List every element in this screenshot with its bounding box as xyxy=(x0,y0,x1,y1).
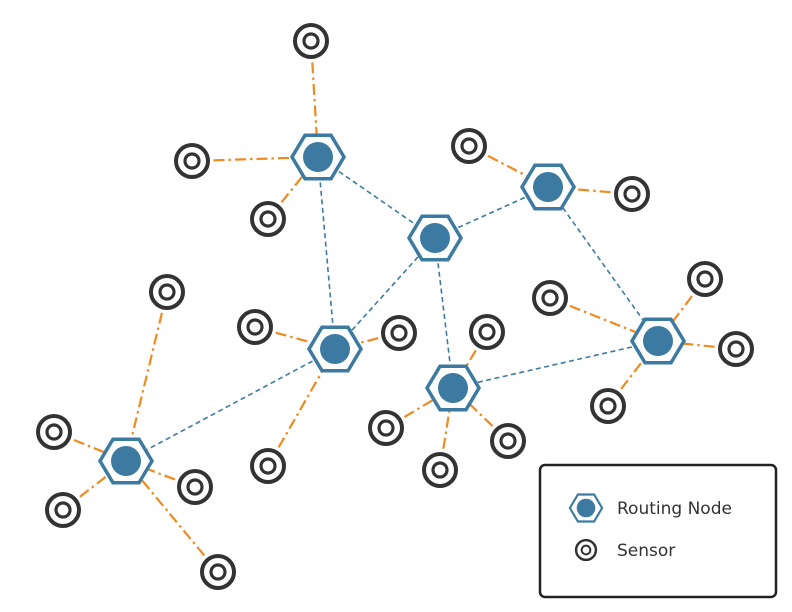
sensor-icon xyxy=(614,176,650,212)
routing-node-icon xyxy=(424,364,482,412)
sensor-inner-ring xyxy=(209,563,227,581)
node-core xyxy=(533,172,563,202)
legend: Routing Node Sensor xyxy=(538,463,778,599)
sensor-inner-ring xyxy=(460,137,478,155)
node-core xyxy=(576,498,596,518)
sensor-icon xyxy=(250,201,286,237)
sensor-icon xyxy=(174,143,210,179)
sensor-icon xyxy=(422,452,458,488)
legend-sensor-label: Sensor xyxy=(617,541,675,561)
sensor-icon xyxy=(590,388,626,424)
sensor-icon xyxy=(177,469,213,505)
sensor-inner-ring xyxy=(431,461,449,479)
sensor-icon xyxy=(36,414,72,450)
sensor-icon xyxy=(237,309,273,345)
routing-node-icon xyxy=(519,163,577,211)
sensor-link xyxy=(124,291,169,462)
sensor-link xyxy=(125,459,196,489)
sensor-link xyxy=(452,387,509,442)
routing-node-icon xyxy=(629,317,687,365)
sensors xyxy=(36,23,754,590)
sensor-icon xyxy=(200,554,236,590)
sensor-inner-ring xyxy=(246,318,264,336)
routing-node-icon xyxy=(289,133,347,181)
legend-box xyxy=(538,463,778,599)
sensor-icon xyxy=(718,331,754,367)
node-core xyxy=(420,223,450,253)
sensor-inner-ring xyxy=(54,501,72,519)
sensor-inner-ring xyxy=(727,340,745,358)
sensor-inner-ring xyxy=(186,478,204,496)
backbone-link xyxy=(452,340,659,389)
node-core xyxy=(303,142,333,172)
routing-nodes xyxy=(97,133,687,485)
sensor-icon xyxy=(687,261,723,297)
backbone-link xyxy=(317,156,336,350)
sensor-inner-ring xyxy=(377,419,395,437)
sensor-icon xyxy=(250,448,286,484)
sensor-inner-ring xyxy=(599,397,617,415)
sensor-inner-ring xyxy=(499,432,517,450)
sensor-inner-ring xyxy=(183,152,201,170)
legend-node-glyph xyxy=(568,493,604,523)
sensor-inner-ring xyxy=(259,210,277,228)
sensor-inner-ring xyxy=(302,32,320,50)
sensor-inner-ring xyxy=(478,323,496,341)
node-core xyxy=(643,326,673,356)
hexagon-node-icon xyxy=(568,493,604,523)
backbone-link xyxy=(317,156,436,239)
sensor-icon xyxy=(451,128,487,164)
sensor-icon xyxy=(381,315,417,351)
sensor-icon xyxy=(368,410,404,446)
legend-sensor-glyph xyxy=(574,538,598,562)
sensor-icon xyxy=(490,423,526,459)
backbone-link xyxy=(547,186,659,342)
sensor-icon xyxy=(469,314,505,350)
sensor-icon xyxy=(293,23,329,59)
backbone-link xyxy=(125,348,336,462)
sensor-icon xyxy=(45,492,81,528)
sensor-icon xyxy=(149,274,185,310)
routing-node-icon xyxy=(97,437,155,485)
node-core xyxy=(438,373,468,403)
routing-node-icon xyxy=(306,325,364,373)
routing-node-icon xyxy=(406,214,464,262)
sensor-inner-ring xyxy=(390,324,408,342)
sensor-inner-ring xyxy=(45,423,63,441)
sensor-inner-ring xyxy=(541,289,559,307)
sensor-inner-ring xyxy=(696,270,714,288)
concentric-circle-sensor-icon xyxy=(574,538,598,562)
sensor-inner-ring xyxy=(158,283,176,301)
node-core xyxy=(320,334,350,364)
sensor-inner-ring xyxy=(580,544,592,556)
sensor-inner-ring xyxy=(623,185,641,203)
legend-routing-node-label: Routing Node xyxy=(617,499,732,519)
sensor-icon xyxy=(532,280,568,316)
sensor-inner-ring xyxy=(259,457,277,475)
node-core xyxy=(111,446,141,476)
sensor-link xyxy=(125,460,219,573)
